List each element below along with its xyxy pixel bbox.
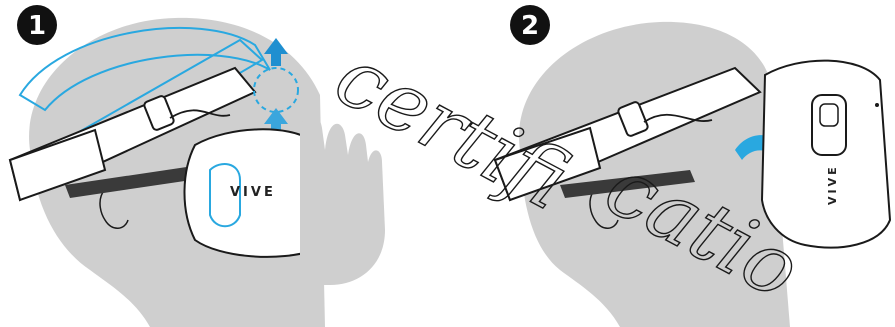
strap-pad-2 <box>493 126 602 202</box>
highlight-circle-1 <box>253 67 299 113</box>
step-number-2: 2 <box>521 11 539 41</box>
step-badge-2 <box>510 5 550 45</box>
headset-face-1 <box>209 163 241 228</box>
headset-button-2 <box>819 103 839 127</box>
cable-1 <box>169 109 231 119</box>
glasses-temple-1 <box>65 165 205 198</box>
glasses-temple-2 <box>560 170 695 198</box>
step-number-1: 1 <box>28 11 46 41</box>
strap-clip-1 <box>143 95 175 131</box>
arrow-up-icon <box>264 108 288 136</box>
brand-label-2: VIVE <box>826 164 839 205</box>
strap-ghost-1 <box>18 27 271 112</box>
arrow-up-icon <box>264 38 288 66</box>
cable-2 <box>643 113 713 123</box>
headset-dot-2 <box>875 103 879 107</box>
step-badge-1 <box>17 5 57 45</box>
hand-1 <box>300 115 385 286</box>
strap-pad-1 <box>8 128 107 202</box>
strap-clip-2 <box>617 101 649 137</box>
brand-label-1: VIVE <box>230 185 276 200</box>
step-1-panel: VIVE 1 <box>8 5 385 327</box>
step-2-panel: VIVE 2 <box>493 5 892 327</box>
